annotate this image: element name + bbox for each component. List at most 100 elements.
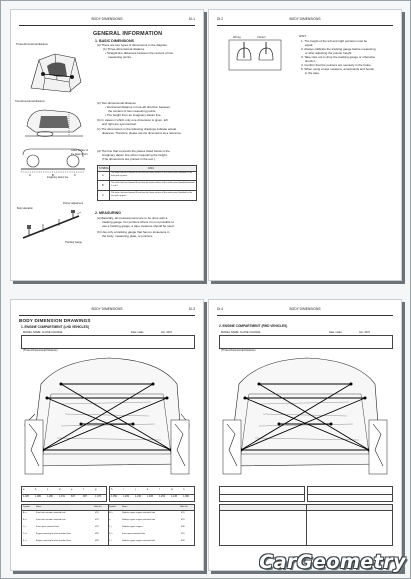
figure-label: Pointer adjustment xyxy=(63,202,83,205)
text-line: use a tracking gauge, a tape measure sho… xyxy=(102,224,175,228)
table-cell: Ø20 xyxy=(95,533,99,535)
svg-text:C: C xyxy=(74,173,76,177)
header-title: BODY DIMENSIONS xyxy=(91,307,123,311)
figure-label: Body alteration xyxy=(17,207,33,210)
text-line: (1) Three-dimensional distance xyxy=(103,47,145,51)
dim-value: 1,216 xyxy=(135,495,141,498)
dim-head: f xyxy=(83,488,84,491)
table-cell: Ø11 xyxy=(181,533,185,535)
tracking-gauge-diagram xyxy=(22,210,82,239)
dim-head: k xyxy=(147,488,149,491)
table-cell: The value that was lowered 8 mm from the… xyxy=(111,172,193,177)
text-line: (The dimensions are printed in the text.… xyxy=(102,157,156,161)
table-cell: I, i xyxy=(109,519,112,521)
text-line: (d) The line that connects the places li… xyxy=(97,149,170,153)
figure-label: Imaginary datum line xyxy=(47,177,69,179)
dim-head: e xyxy=(71,488,73,491)
page-number: DI-1 xyxy=(188,17,195,21)
text-line: tracking gauge. For portions where it is… xyxy=(102,220,174,224)
subsection-title: 1. BASIC DIMENSIONS xyxy=(95,39,134,43)
page-di-1[interactable]: BODY DIMENSIONS DI-1 GENERAL INFORMATION… xyxy=(10,9,204,281)
dim-value: 1,280 xyxy=(47,495,53,498)
dimension-table-1: a b c d e f g 1,025 1,080 1,280 1,151 84… xyxy=(21,486,107,502)
text-line: (b) In cases in which only one dimension… xyxy=(97,118,168,122)
dim-value: 1,209 xyxy=(123,495,129,498)
dim-head: g xyxy=(95,488,97,491)
table-cell: B, b xyxy=(23,519,27,521)
table-cell: C xyxy=(102,194,104,197)
hint-line: 5. When using a tape measure, avoid twis… xyxy=(301,67,374,71)
dimension-table-1 xyxy=(219,486,305,502)
table-cell: Radiator upper support standard hole xyxy=(122,519,156,521)
date-value: Apr. 2007 xyxy=(359,331,371,334)
reference-label: (Three-Dimensional Distance) xyxy=(23,349,58,352)
table-cell: Front side member standard hole xyxy=(36,512,66,514)
table-cell: Radiator upper support xyxy=(122,526,143,528)
header-title: BODY DIMENSIONS xyxy=(289,307,321,311)
page-number: DI-4 xyxy=(217,307,224,311)
hint-line: 1. The height of the left and right poin… xyxy=(301,39,368,43)
engine-diagram-3d xyxy=(30,53,82,93)
section-title: GENERAL INFORMATION xyxy=(93,31,163,37)
table-cell: K, k xyxy=(109,533,113,535)
dim-value: 1,080 xyxy=(35,495,41,498)
text-line: imaginary datum line when measuring the … xyxy=(102,153,168,157)
dim-head: h xyxy=(111,488,113,491)
subsection-title: 2. ENGINE COMPARTMENT (RHD VEHICLES) xyxy=(219,324,288,328)
dim-head: l xyxy=(159,488,160,491)
table-cell: The value that was lowered 8 mm from the… xyxy=(111,182,195,187)
text-line: • Horizontal distance in fore-aft direct… xyxy=(105,105,171,109)
table-cell: Ø11 xyxy=(95,526,99,528)
datum-line-diagram: A B C xyxy=(21,148,85,177)
section-title: BODY DIMENSION DRAWINGS xyxy=(19,318,91,323)
table-header: Name xyxy=(36,506,42,508)
model-box xyxy=(21,335,195,349)
hint-line: 2. Always calibrate the tracking gauge b… xyxy=(301,47,376,51)
dim-value: 1,183 xyxy=(147,495,153,498)
table-cell: Front side member standard hole xyxy=(36,519,66,521)
table-header: Name xyxy=(122,506,128,508)
dim-head: i xyxy=(123,488,124,491)
dim-value: 1,060 xyxy=(183,495,189,498)
dimension-table-2: h i j k l m n 1,052 1,209 1,216 1,183 1,… xyxy=(109,486,195,502)
reference-point-table xyxy=(219,504,393,546)
page-di-2[interactable]: DI-2 BODY DIMENSIONS Wrong Correct HINT:… xyxy=(208,9,402,281)
header-title: BODY DIMENSIONS xyxy=(289,17,321,21)
text-line: • The height from an imaginary datum lin… xyxy=(105,113,162,117)
two-dimensional-diagram xyxy=(25,109,83,137)
hint-line: in the tape. xyxy=(305,71,320,75)
table-cell: Ø11 xyxy=(95,512,99,514)
hint-line: shock it. xyxy=(305,59,317,63)
dim-head: n xyxy=(183,488,185,491)
table-cell: Engine mounting bracket standard hole xyxy=(36,533,71,535)
figure-label: Two-dimensional distance xyxy=(15,100,45,103)
dim-head: m xyxy=(171,488,173,491)
dim-head: c xyxy=(47,488,49,491)
hint-line: equal. xyxy=(305,43,314,47)
page-header: BODY DIMENSIONS DI-3 xyxy=(19,306,195,316)
watermark-logo: CarGeometry xyxy=(259,551,406,573)
table-cell: H, h xyxy=(109,512,113,514)
table-cell: L, l xyxy=(109,540,112,542)
reference-point-table: Symbol Name Hole dia. Symbol Name Hole d… xyxy=(21,504,195,546)
hint-line: 3. Take care not to drop the tracking ga… xyxy=(301,55,376,59)
figure-label: Three-dimensional distance xyxy=(16,43,48,46)
text-line: and right are symmetrical. xyxy=(102,122,137,126)
table-header: DATA xyxy=(148,167,155,170)
subsection-title: 2. MEASURING xyxy=(95,211,121,215)
header-title: BODY DIMENSIONS xyxy=(91,17,123,21)
page-di-3[interactable]: BODY DIMENSIONS DI-3 BODY DIMENSION DRAW… xyxy=(10,299,204,571)
text-line: the centers of two measuring points. xyxy=(108,109,157,113)
text-line: (2) Two-dimensional distance xyxy=(97,101,136,105)
dim-value: 1,025 xyxy=(23,495,29,498)
table-header: SYMBOL xyxy=(99,167,109,170)
page-di-4[interactable]: DI-4 BODY DIMENSIONS 2. ENGINE COMPARTME… xyxy=(208,299,402,571)
engine-compartment-drawing-lhd xyxy=(24,357,190,475)
figure-label: Tracking Gauge xyxy=(65,241,82,244)
table-cell: Ø10 xyxy=(181,526,185,528)
table-cell: Radiator upper support standard hole xyxy=(122,540,156,542)
page-number: DI-3 xyxy=(188,307,195,311)
date-label: Date made xyxy=(131,331,144,334)
dim-value: 1,151 xyxy=(59,495,65,498)
